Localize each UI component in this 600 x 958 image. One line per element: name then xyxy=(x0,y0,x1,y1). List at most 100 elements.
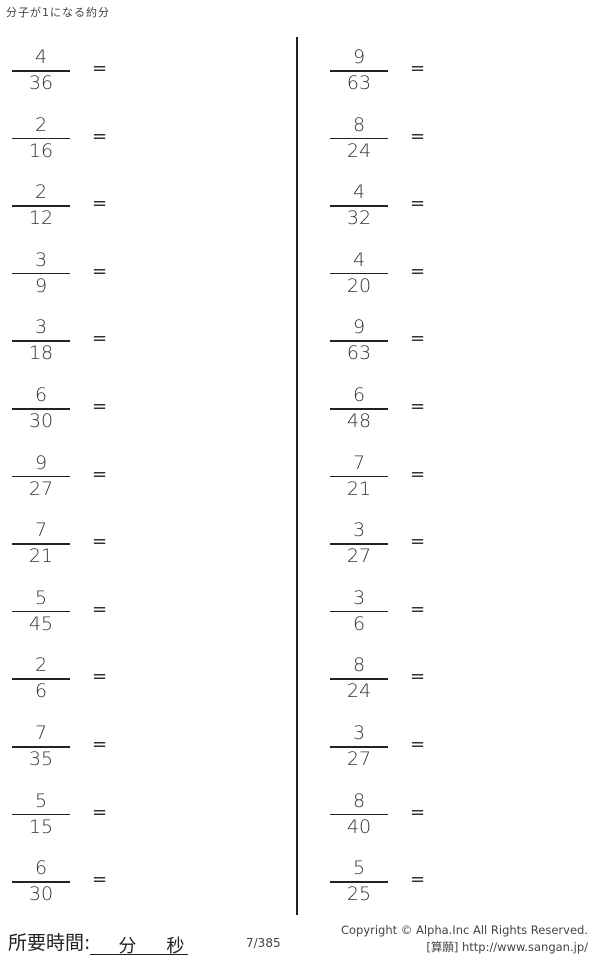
equals-sign: = xyxy=(410,125,426,147)
denominator: 18 xyxy=(28,342,54,365)
fraction-bar xyxy=(12,475,70,478)
time-label: 所要時間: xyxy=(8,932,91,954)
denominator: 12 xyxy=(28,207,54,230)
fraction-bar xyxy=(330,543,388,545)
equals-sign: = xyxy=(410,801,426,823)
site-url: [算願] http://www.sangan.jp/ xyxy=(426,940,588,954)
numerator: 4 xyxy=(34,46,48,68)
problem-left-5: 3 18 = xyxy=(12,316,132,379)
numerator: 5 xyxy=(34,586,48,609)
numerator: 7 xyxy=(34,519,48,542)
numerator: 2 xyxy=(34,181,48,204)
equals-sign: = xyxy=(410,734,426,755)
fraction-bar xyxy=(12,70,70,72)
problem-left-11: 7 35 = xyxy=(12,722,132,785)
equals-sign: = xyxy=(410,260,426,282)
fraction-bar xyxy=(12,746,70,748)
equals-sign: = xyxy=(410,598,426,620)
fraction-bar xyxy=(330,70,388,72)
denominator: 25 xyxy=(346,883,372,906)
problem-left-13: 6 30 = xyxy=(12,857,132,920)
equals-sign: = xyxy=(410,666,426,688)
denominator: 21 xyxy=(28,545,54,568)
fraction-bar xyxy=(330,813,388,816)
denominator: 30 xyxy=(28,410,54,432)
denominator: 21 xyxy=(346,477,372,500)
copyright-text: Copyright © Alpha.Inc All Rights Reserve… xyxy=(340,923,588,937)
fraction-bar xyxy=(330,205,388,207)
numerator: 2 xyxy=(34,113,48,136)
equals-sign: = xyxy=(92,328,108,350)
numerator: 7 xyxy=(352,451,366,474)
numerator: 5 xyxy=(352,857,366,880)
copyright: Copyright © Alpha.Inc All Rights Reserve… xyxy=(341,922,588,956)
fraction-bar xyxy=(12,678,70,680)
denominator: 48 xyxy=(346,410,372,432)
fraction-bar xyxy=(330,340,388,342)
time-field: 所要時間:分秒 xyxy=(8,928,189,957)
numerator: 3 xyxy=(352,722,366,744)
problem-left-6: 6 30 = xyxy=(12,384,132,447)
numerator: 8 xyxy=(352,654,366,677)
numerator: 6 xyxy=(352,384,366,406)
numerator: 3 xyxy=(34,316,48,339)
fraction-bar xyxy=(12,137,70,140)
numerator: 9 xyxy=(352,316,366,339)
denominator: 27 xyxy=(346,545,372,568)
equals-sign: = xyxy=(410,193,426,215)
problem-left-1: 4 36 = xyxy=(12,46,132,109)
denominator: 63 xyxy=(346,342,372,365)
denominator: 27 xyxy=(28,477,54,500)
numerator: 5 xyxy=(34,789,48,812)
numerator: 6 xyxy=(34,384,48,406)
numerator: 7 xyxy=(34,722,48,744)
equals-sign: = xyxy=(410,58,426,79)
numerator: 6 xyxy=(34,857,48,880)
problem-right-4: 4 20 = xyxy=(330,248,450,312)
denominator: 20 xyxy=(346,274,372,297)
page-number: 7/385 xyxy=(246,936,281,950)
equals-sign: = xyxy=(92,396,108,417)
fraction-bar xyxy=(12,813,70,816)
numerator: 3 xyxy=(34,248,48,271)
numerator: 9 xyxy=(352,46,366,68)
equals-sign: = xyxy=(92,193,108,215)
denominator: 9 xyxy=(34,274,48,297)
denominator: 36 xyxy=(28,72,54,94)
numerator: 3 xyxy=(352,519,366,542)
fraction-bar xyxy=(330,610,388,613)
equals-sign: = xyxy=(92,869,108,891)
equals-sign: = xyxy=(92,58,108,79)
equals-sign: = xyxy=(92,734,108,755)
equals-sign: = xyxy=(410,396,426,417)
numerator: 4 xyxy=(352,181,366,204)
fraction-bar xyxy=(12,408,70,410)
equals-sign: = xyxy=(92,531,108,553)
fraction-bar xyxy=(330,408,388,410)
fraction-bar xyxy=(12,543,70,545)
fraction-bar xyxy=(12,272,70,275)
denominator: 30 xyxy=(28,883,54,906)
denominator: 63 xyxy=(346,72,372,94)
fraction-bar xyxy=(12,205,70,207)
numerator: 4 xyxy=(352,248,366,271)
equals-sign: = xyxy=(92,801,108,823)
denominator: 24 xyxy=(346,139,372,162)
equals-sign: = xyxy=(410,328,426,350)
denominator: 35 xyxy=(28,748,54,770)
problem-right-6: 6 48 = xyxy=(330,384,450,447)
fraction-bar xyxy=(330,678,388,680)
fraction-bar xyxy=(12,340,70,342)
fraction-bar xyxy=(330,746,388,748)
